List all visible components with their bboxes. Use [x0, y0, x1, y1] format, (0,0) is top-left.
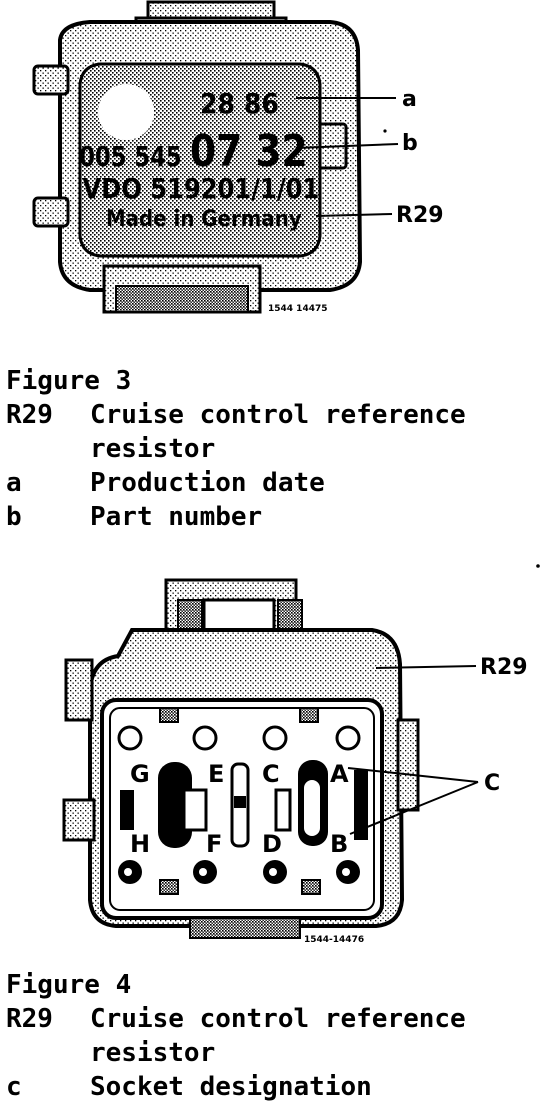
- legend-row-r29: R29 Cruise control reference: [6, 398, 466, 432]
- legend-key: a: [6, 468, 22, 498]
- vdo-number-text: VDO 519201/1/01: [83, 174, 320, 206]
- legend-row-c: c Socket designation: [6, 1070, 466, 1104]
- figure4-caption-title: Figure 4: [6, 970, 132, 1000]
- figure3-caption: Figure 3 R29 Cruise control reference re…: [6, 364, 466, 534]
- socket-letter: H: [130, 830, 150, 858]
- legend-key: b: [6, 502, 22, 532]
- figure3-code-text: 1544 14475: [268, 304, 328, 314]
- part-number-suffix-text: 07 32: [190, 126, 308, 177]
- legend-value: Cruise control reference: [90, 400, 466, 430]
- legend-value: Socket designation: [90, 1072, 372, 1102]
- made-in-germany-text: Made in Germany: [106, 207, 302, 232]
- figure4-caption: Figure 4 R29 Cruise control reference re…: [6, 968, 466, 1104]
- legend-value: Cruise control reference: [90, 1004, 466, 1034]
- speck: [536, 564, 540, 568]
- legend-key: R29: [6, 400, 53, 430]
- callout-b-line: [295, 143, 399, 149]
- legend-row-continuation: resistor: [6, 432, 466, 466]
- legend-key: R29: [6, 1004, 53, 1034]
- callout-r29-fig3-label: R29: [396, 203, 444, 228]
- figure4-code-text: 1544-14476: [304, 935, 364, 945]
- legend-value: Production date: [90, 468, 325, 498]
- part-number-prefix-text: 005 545: [79, 141, 181, 174]
- legend-row-a: a Production date: [6, 466, 466, 500]
- callout-c-line-upper: [347, 767, 479, 783]
- socket-letter: E: [208, 760, 224, 788]
- figure3-caption-title: Figure 3: [6, 366, 132, 396]
- legend-value: Part number: [90, 502, 263, 532]
- legend-row-continuation: resistor: [6, 1036, 466, 1070]
- socket-letter: F: [206, 830, 222, 858]
- figure4-illustration: [62, 578, 420, 939]
- legend-value: resistor: [90, 434, 216, 464]
- legend-row-r29: R29 Cruise control reference: [6, 1002, 466, 1036]
- figure3-illustration: [32, 0, 363, 314]
- callout-r29-fig4-line: [375, 665, 477, 669]
- legend-key: c: [6, 1072, 22, 1102]
- socket-letter: B: [330, 830, 348, 858]
- callout-c-label: C: [484, 771, 500, 796]
- socket-letter: D: [262, 830, 282, 858]
- socket-letter: G: [130, 760, 150, 788]
- speck: [383, 129, 387, 133]
- callout-a-label: a: [402, 87, 417, 112]
- callout-r29-fig3-line: [315, 213, 393, 217]
- callout-r29-fig4-label: R29: [480, 655, 528, 680]
- production-date-text: 28 86: [200, 87, 279, 120]
- legend-value: resistor: [90, 1038, 216, 1068]
- callout-b-label: b: [402, 131, 418, 156]
- socket-letter: A: [330, 760, 349, 788]
- socket-letter: C: [262, 760, 280, 788]
- legend-row-b: b Part number: [6, 500, 466, 534]
- callout-c-line-lower: [349, 781, 479, 835]
